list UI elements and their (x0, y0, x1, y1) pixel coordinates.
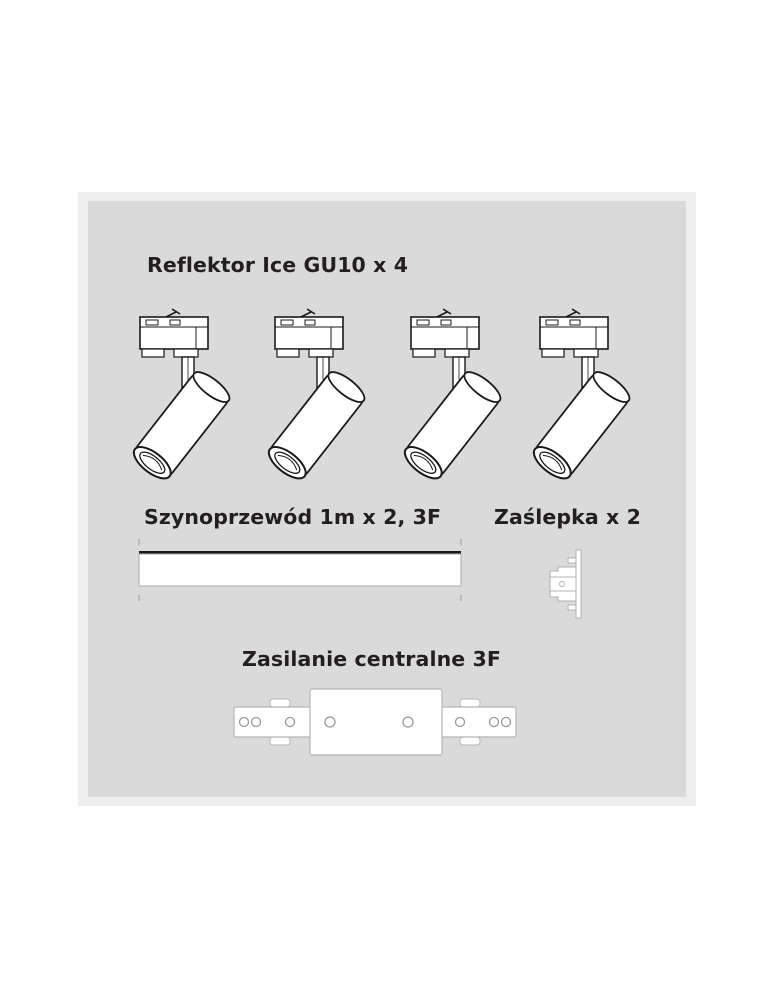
spotlight-label: Reflektor Ice GU10 x 4 (147, 253, 409, 277)
end-cap-icon (549, 549, 582, 619)
product-kit-panel: Reflektor Ice GU10 x 4 (88, 201, 686, 797)
central-power-connector-icon (233, 688, 517, 756)
spotlight-3 (398, 308, 506, 486)
spotlights-row (127, 308, 635, 486)
end-cap-label: Zaślepka x 2 (494, 505, 641, 529)
product-kit-frame: Reflektor Ice GU10 x 4 (78, 192, 696, 806)
spotlight-2 (262, 308, 370, 486)
spotlight-1 (127, 308, 235, 486)
central-feed-label: Zasilanie centralne 3F (242, 647, 501, 671)
track-rail-icon (138, 539, 462, 601)
spotlight-4 (527, 308, 635, 486)
track-rail-label: Szynoprzewód 1m x 2, 3F (144, 505, 442, 529)
